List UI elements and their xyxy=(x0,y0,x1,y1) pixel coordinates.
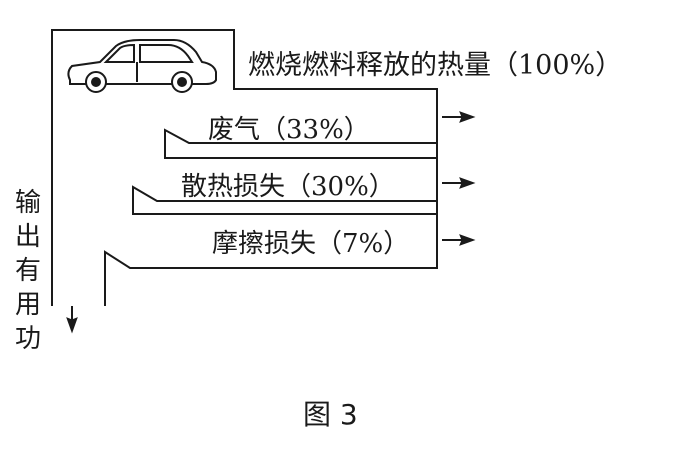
exhaust-band xyxy=(164,102,438,159)
friction-arrow-icon xyxy=(442,234,476,246)
heat-loss-arrow-icon xyxy=(442,177,476,189)
friction-band xyxy=(104,214,438,306)
car-icon xyxy=(67,39,217,93)
friction-label: 摩擦损失（7%） xyxy=(212,229,410,259)
heat-loss-band xyxy=(132,158,438,215)
exhaust-arrow-icon xyxy=(442,111,476,123)
heat-loss-label: 散热损失（30%） xyxy=(181,172,395,202)
useful-output-label: 输出有用功 xyxy=(14,188,41,354)
figure-caption: 图 3 xyxy=(303,398,358,431)
exhaust-label: 废气（33%） xyxy=(208,115,370,145)
input-energy-label: 燃烧燃料释放的热量（100%） xyxy=(248,50,623,81)
useful-output-arrow-icon xyxy=(66,306,78,334)
input-energy-band xyxy=(51,29,438,306)
